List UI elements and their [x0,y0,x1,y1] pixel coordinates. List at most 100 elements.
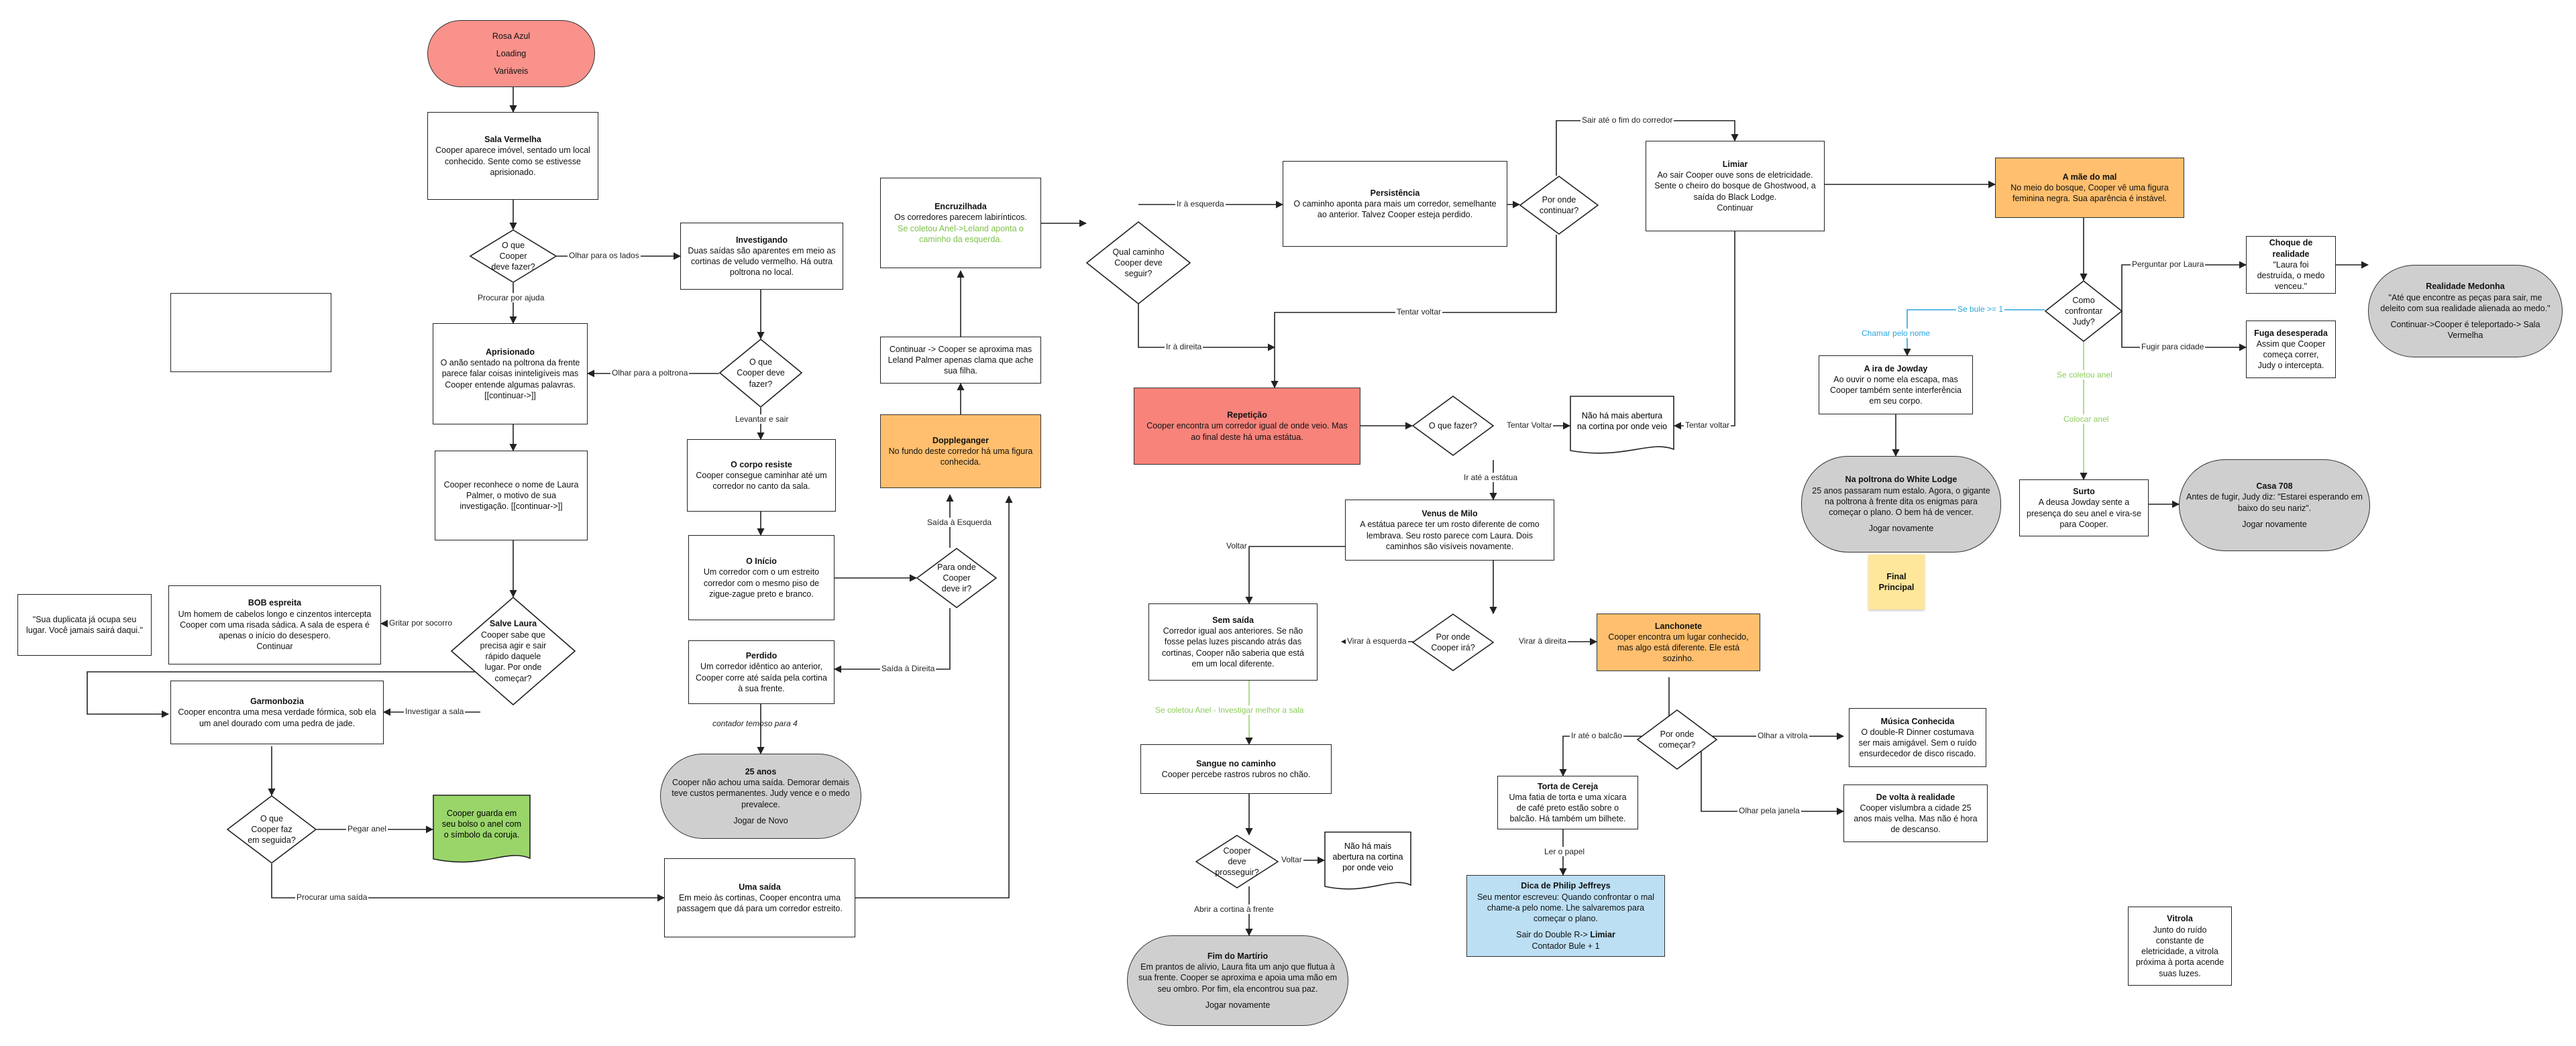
node-continuar-leland[interactable]: Continuar -> Cooper se aproxima mas Lela… [880,337,1041,384]
node-dica-philip[interactable]: Dica de Philip Jeffreys Seu mentor escre… [1466,875,1665,957]
node-title: Sangue no caminho [1196,758,1276,768]
node-title: Fim do Martírio [1207,951,1269,961]
node-guarda-bolso[interactable]: Cooper guarda em seu bolso o anel com o … [433,795,531,868]
edge-label-ir-esquerda: Ir à esquerda [1175,199,1226,209]
node-realidade-medonha[interactable]: Realidade Medonha "Até que encontre as p… [2368,265,2563,357]
decision-por-onde-comecar[interactable]: Por onde começar? [1637,709,1717,770]
node-lanchonete[interactable]: Lanchonete Cooper encontra um lugar conh… [1597,614,1760,671]
node-ira-jowday[interactable]: A ira de Jowday Ao ouvir o nome ela esca… [1819,355,1973,414]
node-nao-ha-abertura[interactable]: Não há mais abertura na cortina por onde… [1570,396,1674,459]
node-casa-708[interactable]: Casa 708 Antes de fugir, Judy diz: "Esta… [2179,459,2370,551]
decision-salve-laura[interactable]: Salve Laura Cooper sabe que precisa agir… [451,597,576,705]
node-body: Cooper encontra um corredor igual de ond… [1146,421,1348,442]
node-body: Um corredor com o um estreito corredor c… [703,567,820,599]
edge [1245,546,1345,605]
node-title: Doppleganger [932,435,989,445]
node-body: Cooper vislumbra a cidade 25 anos mais v… [1854,803,1978,835]
decision-por-onde-continuar[interactable]: Por onde continuar? [1519,176,1599,235]
node-sangue[interactable]: Sangue no caminho Cooper percebe rastros… [1140,744,1332,794]
decision-qual-caminho[interactable]: Qual caminho Cooper deve seguir? [1086,221,1191,304]
decision-cooper-fazer-2[interactable]: O que Cooper deve fazer? [719,339,802,408]
node-surto[interactable]: Surto A deusa Jowday sente a presença do… [2019,479,2149,536]
node-corpo-resiste[interactable]: O corpo resiste Cooper consegue caminhar… [687,439,836,512]
node-poltrona[interactable]: Na poltrona do White Lodge 25 anos passa… [1801,456,2001,553]
node-sala-vermelha[interactable]: Sala Vermelha Cooper aparece imóvel, sen… [427,112,598,200]
start-node[interactable]: Rosa Azul Loading Variáveis [427,20,595,87]
node-repeticao[interactable]: Repetição Cooper encontra um corredor ig… [1134,388,1360,465]
node-body: Seu mentor escreveu: Quando confrontar o… [1477,892,1655,924]
node-title: Persistência [1370,188,1420,198]
empty-box [170,293,331,372]
node-doppelganger[interactable]: Doppleganger No fundo deste corredor há … [880,414,1041,488]
node-fuga[interactable]: Fuga desesperada Assim que Cooper começa… [2246,321,2336,378]
decision-label: O que Cooper deve fazer? [491,240,535,272]
node-title: Realidade Medonha [2426,282,2505,292]
node-title: A mãe do mal [2062,172,2117,182]
node-condition: Se coletou Anel->Leland aponta o caminho… [897,223,1024,244]
node-musica[interactable]: Música Conhecida O double-R Dinner costu… [1849,708,1986,767]
edge [833,608,951,673]
node-reconhece[interactable]: Cooper reconhece o nome de Laura Palmer,… [435,451,588,540]
node-body: Antes de fugir, Judy diz: "Estarei esper… [2186,492,2363,513]
node-vitrola[interactable]: Vitrola Junto do ruído constante de elet… [2128,907,2232,986]
node-venus[interactable]: Venus de Milo A estátua parece ter um ro… [1345,500,1554,561]
node-title: Dica de Philip Jeffreys [1521,881,1611,891]
decision-cooper-faz[interactable]: O que Cooper faz em seguida? [227,795,317,864]
edge [2121,261,2247,310]
decision-label: Por onde Cooper irá? [1431,632,1475,652]
node-body: Cooper aparece imóvel, sentado um local … [435,146,590,177]
decision-deve-prosseguir[interactable]: Cooper deve prosseguir? [1195,835,1279,888]
node-limiar[interactable]: Limiar Ao sair Cooper ouve sons de eletr… [1646,141,1825,231]
node-body: Junto do ruído constante de eletricidade… [2135,925,2224,978]
edge-label-saida-direita: Saída à Direita [880,664,936,674]
node-duplicata[interactable]: "Sua duplicata já ocupa seu lugar. Você … [17,594,152,656]
edge-label-fugir-cidade: Fugir para cidade [2140,342,2206,352]
doc-label: Não há mais abertura na cortina por onde… [1332,841,1403,873]
node-body: A deusa Jowday sente a presença do seu a… [2027,498,2141,529]
node-25-anos[interactable]: 25 anos Cooper não achou uma saída. Demo… [660,754,861,839]
node-mae-do-mal[interactable]: A mãe do mal No meio do bosque, Cooper v… [1995,158,2184,218]
node-body: No meio do bosque, Cooper vê uma figura … [2010,182,2169,204]
node-footer: Jogar novamente [2242,519,2307,529]
note-final-principal: Final Principal [1868,555,1925,609]
decision-por-onde-ira[interactable]: Por onde Cooper irá? [1412,614,1494,671]
node-uma-saida[interactable]: Uma saída Em meio às cortinas, Cooper en… [664,858,855,937]
node-footer: Jogar de Novo [733,815,788,825]
node-body: O anão sentado na poltrona da frente par… [440,358,580,400]
edge-label-tentar-voltar-2: Tentar Voltar [1505,420,1554,430]
node-de-volta[interactable]: De volta à realidade Cooper vislumbra a … [1843,784,1988,842]
decision-para-onde[interactable]: Para onde Cooper deve ir? [916,548,997,608]
decision-o-que-fazer[interactable]: O que fazer? [1412,396,1494,456]
node-body: Um corredor idêntico ao anterior, Cooper… [696,662,827,693]
node-perdido[interactable]: Perdido Um corredor idêntico ao anterior… [688,640,835,704]
decision-label: Cooper deve prosseguir? [1215,846,1259,878]
node-choque[interactable]: Choque de realidade "Laura foi destruída… [2246,236,2336,294]
node-aprisionado[interactable]: Aprisionado O anão sentado na poltrona d… [433,323,588,424]
edge-label-sair-fim: Sair até o fim do corredor [1580,115,1674,125]
node-investigando[interactable]: Investigando Duas saídas são aparentes e… [680,223,843,290]
node-persistencia[interactable]: Persistência O caminho aponta para mais … [1283,161,1507,247]
node-fim-martirio[interactable]: Fim do Martírio Em prantos de alívio, La… [1127,935,1348,1026]
edge-label-voltar: Voltar [1225,541,1248,551]
node-torta[interactable]: Torta de Cereja Uma fatia de torta e uma… [1497,776,1638,829]
decision-label: Por onde continuar? [1539,194,1579,215]
node-body: Cooper percebe rastros rubros no chão. [1161,770,1311,779]
node-encruzilhada[interactable]: Encruzilhada Os corredores parecem labir… [880,178,1041,268]
node-exit-prefix: Sair do Double R-> [1516,930,1591,940]
edge-label-virar-direita: Virar à direita [1517,636,1568,646]
edge-label-ir-direita: Ir à direita [1165,342,1203,352]
node-bob[interactable]: BOB espreita Um homem de cabelos longo e… [168,585,381,664]
node-garmonbozia[interactable]: Garmonbozia Cooper encontra uma mesa ver… [170,681,384,744]
decision-label: Salve Laura Cooper sabe que precisa agir… [451,597,576,705]
node-body: O double-R Dinner costumava ser mais ami… [1858,727,1977,759]
decision-como-confrontar[interactable]: Como confrontar Judy? [2045,280,2123,342]
node-body: Em meio às cortinas, Cooper encontra uma… [677,892,843,914]
edge-label-virar-esquerda: Virar à esquerda [1346,636,1408,646]
decision-cooper-fazer[interactable]: O que Cooper deve fazer? [470,229,557,283]
node-inicio[interactable]: O Início Um corredor com o um estreito c… [688,535,835,620]
node-body: Os corredores parecem labirínticos. [894,213,1027,223]
node-nao-ha-abertura-2[interactable]: Não há mais abertura na cortina por onde… [1324,831,1411,895]
node-sem-saida[interactable]: Sem saída Corredor igual aos anteriores.… [1148,603,1318,681]
node-title: 25 anos [745,766,777,776]
doc-label: Não há mais abertura na cortina por onde… [1576,410,1668,431]
